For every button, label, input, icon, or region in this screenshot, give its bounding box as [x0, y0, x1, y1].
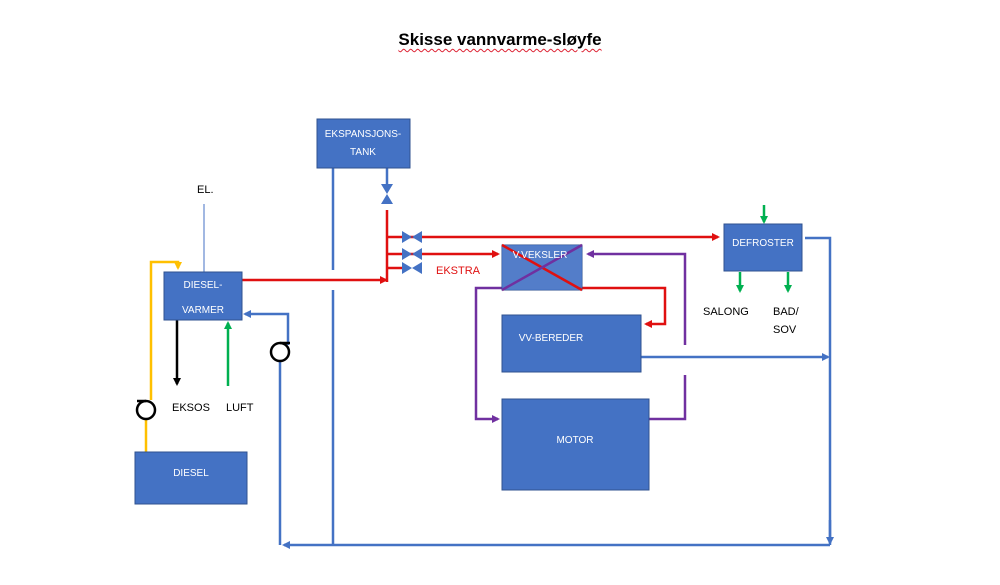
valve-icon-veksler	[402, 248, 422, 260]
el-label: EL.	[197, 184, 214, 196]
motor-label: MOTOR	[556, 435, 593, 446]
box-motor: MOTOR	[501, 398, 650, 491]
engine-outlet-lower	[649, 375, 687, 421]
ekspansjonstank-label-1: EKSPANSJONS-	[325, 129, 402, 140]
ekspansjonstank-label-2: TANK	[350, 147, 376, 158]
defroster-return-pipe	[805, 236, 832, 545]
engine-inlet-pipe	[474, 286, 503, 423]
heater-inlet-pipe	[243, 310, 290, 345]
valve-icon-expansion	[381, 184, 393, 204]
engine-outlet-upper	[586, 250, 687, 345]
dieselvarmer-label-2: VARMER	[182, 305, 224, 316]
box-vvbereder: VV-BEREDER	[501, 314, 642, 373]
fuel-pipe-upper	[149, 260, 182, 400]
pump-icon	[269, 341, 291, 363]
ekstra-label: EKSTRA	[436, 265, 481, 277]
fuel-pump-icon	[135, 399, 157, 421]
valve-icon-ekstra	[402, 262, 422, 274]
luft-label: LUFT	[226, 402, 254, 414]
vveksler-label: V.VEKSLER	[513, 250, 568, 261]
vvbereder-label: VV-BEREDER	[519, 333, 583, 344]
dieselvarmer-label-1: DIESEL-	[184, 280, 223, 291]
engine-loop-pipes	[474, 250, 687, 423]
eksos-label: EKSOS	[172, 402, 210, 414]
box-dieselvarmer: DIESEL- VARMER	[163, 271, 243, 321]
box-defroster: DEFROSTER	[723, 223, 803, 272]
salong-label: SALONG	[703, 306, 749, 318]
box-vveksler: V.VEKSLER	[501, 243, 583, 292]
bad-sov-label-1: BAD/	[773, 306, 800, 318]
bereder-supply-pipe	[580, 286, 667, 328]
cold-return-pipes	[243, 168, 834, 549]
box-diesel: DIESEL	[134, 451, 248, 505]
valve-icon-defroster	[402, 231, 422, 243]
box-ekspansjonstank: EKSPANSJONS- TANK	[316, 118, 411, 169]
bad-sov-label-2: SOV	[773, 324, 797, 336]
defroster-label: DEFROSTER	[732, 238, 794, 249]
diagram-title: Skisse vannvarme-sløyfe	[398, 30, 602, 49]
fuel-pipe	[144, 260, 182, 452]
diesel-label: DIESEL	[173, 468, 209, 479]
